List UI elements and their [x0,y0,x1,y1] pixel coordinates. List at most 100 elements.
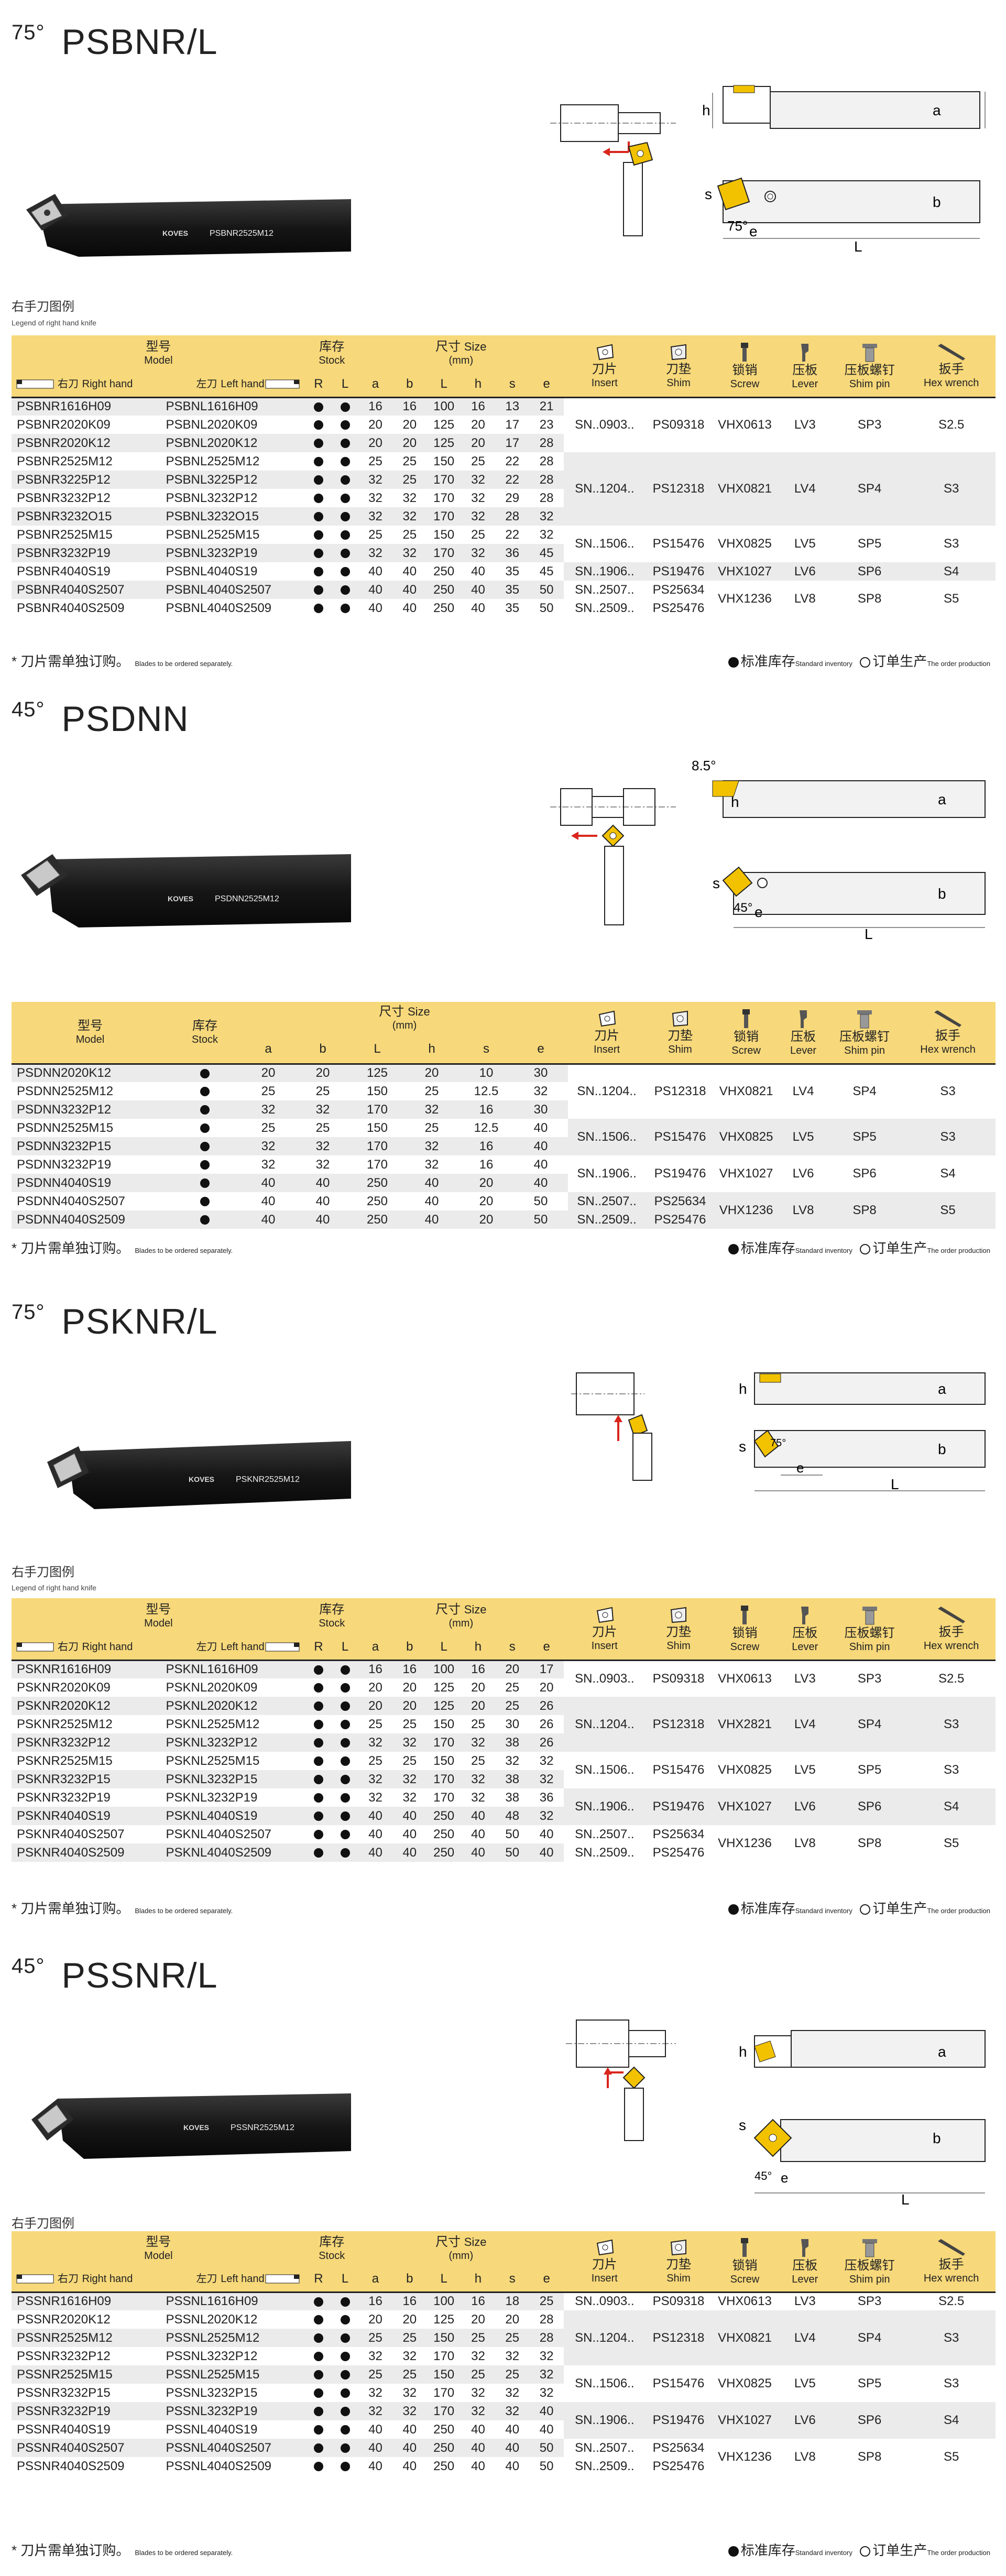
stock-dot-icon [340,2333,350,2343]
screw-cell: VHX1027 [712,1788,778,1825]
lever-cell: LV6 [778,1155,829,1192]
table-footer: * 刀片需单独订购。Blades to be ordered separatel… [12,653,990,669]
dim-cell: 28 [539,454,554,468]
stock-cell [332,471,358,489]
stock-dot-icon [313,1720,323,1730]
stock-dot-icon [313,512,323,522]
shim-cell: PS15476 [646,1119,715,1155]
stock-dot-icon [340,457,350,467]
dim-cell: 25 [495,2365,530,2384]
insert-cell: SN..1506.. [568,1119,646,1155]
svg-text:b: b [933,2130,941,2146]
dim-cell: 150 [433,454,455,468]
dim-cell: 20 [402,1680,417,1695]
dim-cell: 25 [315,1084,330,1098]
stock-dot-icon [313,439,323,449]
screw-cell: VHX0821 [712,452,778,526]
dim-cell: 28 [539,490,554,505]
dim-cell: 36 [495,544,530,562]
dim-cell: 32 [404,1137,459,1155]
stock-cell [332,452,358,471]
dim-cell: 40 [358,2439,393,2457]
pin-cell: SP3 [832,397,907,452]
dim-cell: 100 [427,1660,461,1678]
shim-cell: PS12318 [645,1697,712,1752]
dim-cell: 40 [358,581,393,599]
model-left-cell: PSKNL2525M15 [166,1753,260,1768]
standard-dot-icon [728,1904,739,1915]
section-title: 45°PSSNR/L [12,1955,218,1995]
model-cell: PSDNN2020K12 [12,1064,169,1082]
stock-cell [332,581,358,599]
dim-cell: 25 [261,1084,276,1098]
dim-cell: 125 [350,1064,404,1082]
stock-dot-icon [340,2315,350,2325]
stock-dot-icon [340,1701,350,1711]
workpiece-diagram [550,788,676,925]
model-cell: PSKNR3232P12 [12,1733,161,1752]
model-cell: PSKNR3232P19 [17,1790,111,1805]
svg-text:a: a [938,791,946,807]
stock-dot-icon [340,1775,350,1785]
dim-cell: 32 [529,1807,564,1825]
section-title: 75°PSBNR/L [12,21,218,62]
right-hand-legend: 右手刀图例 [12,1565,74,1579]
model-cell: PSKNR4040S19 [12,1807,161,1825]
shim-cell: PS15476 [645,1752,712,1788]
dim-cell: 50 [513,1210,568,1229]
dim-cell: 170 [433,1790,455,1805]
screw-cell: VHX1236 [712,2439,778,2475]
stock-dot-icon [340,2407,350,2417]
svg-text:PSSNR2525M12: PSSNR2525M12 [231,2123,294,2132]
shim-value: PS25634 [654,1194,706,1208]
stock-dot-icon [200,1087,210,1097]
model-cell: PSSNR3232P19 [12,2402,161,2420]
dim-cell: 250 [427,1807,461,1825]
dim-cell: 32 [368,1790,382,1805]
stock-cell [332,544,358,562]
dim-cell: 100 [427,397,461,416]
stock-dot-icon [313,2315,323,2325]
lever-cell: LV4 [778,1697,832,1752]
dim-cell: 150 [427,2365,461,2384]
pin-cell: SP8 [829,1192,901,1229]
stock-dot-icon [313,1793,323,1803]
stock-dot-icon [340,1830,350,1840]
hex-cell: S2.5 [907,1660,996,1697]
stock-cell [305,1697,332,1715]
model-cell: PSSNR4040S2509 [17,2459,125,2473]
svg-text:L: L [901,2191,910,2208]
hex-cell: S4 [907,562,996,581]
dim-cell: 25 [368,454,382,468]
screw-cell: VHX0613 [712,397,778,452]
model-left-cell: PSBNL3225P12 [160,471,305,489]
model-left-cell: PSBNL3232P19 [160,544,305,562]
hex-cell: S5 [907,1825,996,1862]
stock-dot-icon [313,402,323,412]
dim-cell: 250 [350,1210,404,1229]
dim-cell: 36 [539,1790,554,1805]
insert-value: SN..2507.. [577,1194,637,1208]
hex-cell: S3 [907,452,996,526]
stock-dot-icon [340,2352,350,2362]
tool-photo: KOVES PSBNR2525M12 [26,194,351,257]
insert-value: SN..2509.. [575,2459,635,2473]
dim-cell: 16 [461,2292,496,2310]
stock-dot-icon [340,1848,350,1858]
dim-cell: 40 [529,2402,564,2420]
stock-dot-icon [313,2462,323,2472]
dim-cell: 170 [350,1100,404,1119]
screw-cell: VHX0821 [712,2310,778,2365]
dim-cell: 40 [368,2459,382,2473]
stock-dot-icon [340,2443,350,2453]
